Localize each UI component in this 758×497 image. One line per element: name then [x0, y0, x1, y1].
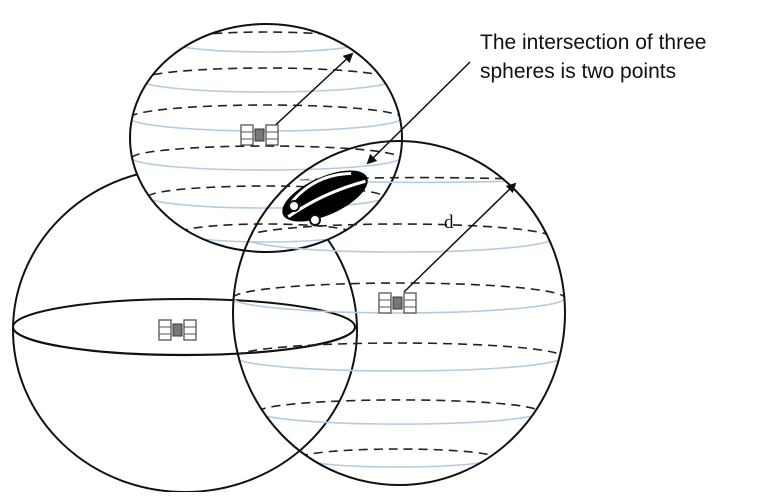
intersection-point-a	[289, 201, 299, 211]
intersection-point-b	[310, 215, 320, 225]
caption-line-1: The intersection of three	[480, 28, 750, 57]
intersection-caption: The intersection of three spheres is two…	[480, 28, 750, 86]
right-radius-arrow	[404, 184, 515, 292]
satellite-icon	[379, 293, 416, 313]
distance-label: d	[444, 212, 454, 234]
caption-line-2: spheres is two points	[480, 57, 750, 86]
